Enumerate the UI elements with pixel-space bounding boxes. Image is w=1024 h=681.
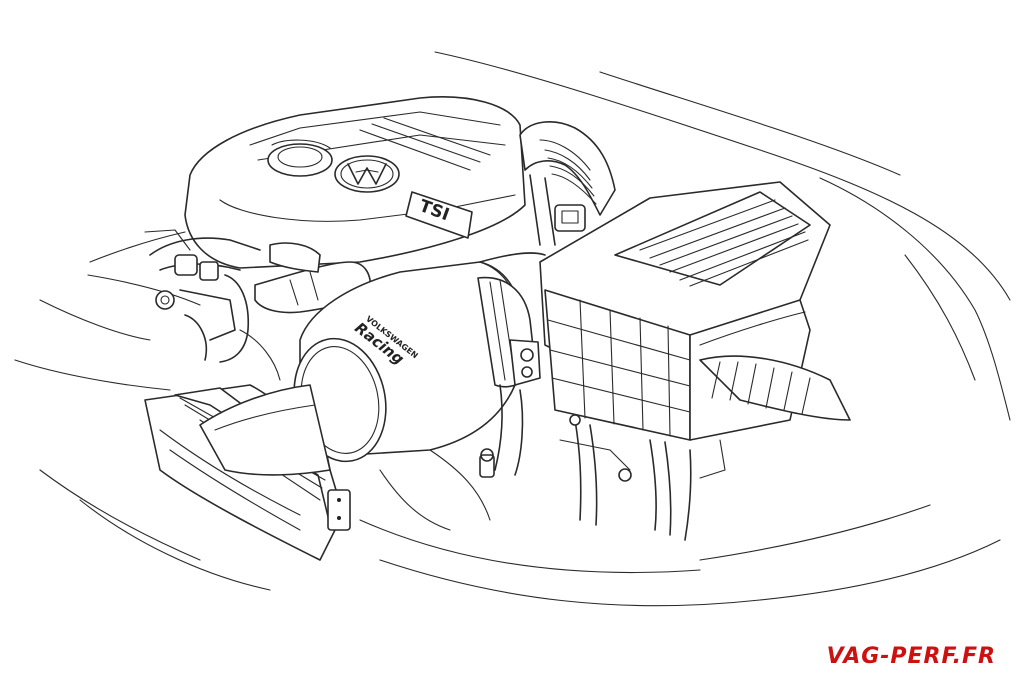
site-watermark: VAG-PERF.FR: [826, 644, 996, 669]
engine-cover: TSI: [184, 96, 526, 269]
turbo-hose: [519, 121, 616, 246]
lower-components: [379, 384, 692, 541]
airbox: [539, 181, 851, 479]
vw-logo-icon: [334, 155, 400, 193]
cold-air-intake-filter: VOLKSWAGEN Racing: [199, 252, 546, 476]
body-outline: [14, 51, 1011, 607]
